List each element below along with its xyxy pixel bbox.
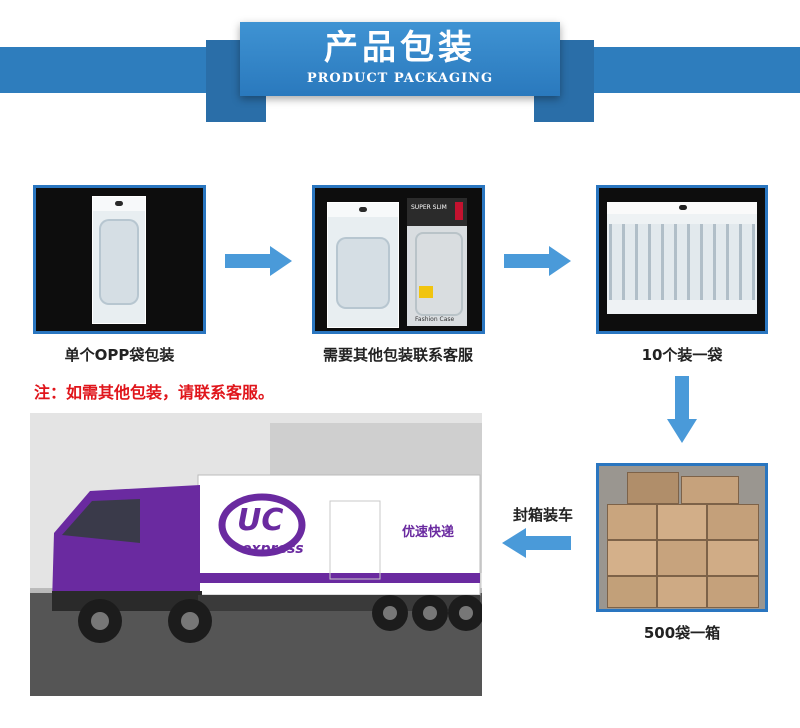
photo-other-packaging: SUPER SLIM Fashion Case	[312, 185, 485, 334]
arrow-left-icon	[502, 528, 526, 558]
retail-box-image: SUPER SLIM Fashion Case	[407, 198, 467, 326]
truck-logo-cn: 优速快递	[402, 525, 455, 540]
truck-logo-sub: express	[242, 541, 304, 557]
header-ribbon: 产品包装 PRODUCT PACKAGING	[240, 22, 560, 96]
photo-single-bag	[33, 185, 206, 334]
carton-stack-image	[607, 472, 759, 608]
box-label-bottom: Fashion Case	[415, 316, 455, 323]
opp-bag-image	[92, 196, 146, 324]
truck-illustration	[30, 413, 482, 696]
arrow-right-icon	[225, 254, 271, 268]
box-label-top: SUPER SLIM	[411, 204, 447, 211]
page-title: 产品包装	[324, 28, 476, 68]
note-contact-service: 注：如需其他包装，请联系客服。	[34, 383, 275, 402]
arrow-head-icon	[549, 246, 571, 276]
caption-loading: 封箱装车	[512, 506, 573, 524]
arrow-head-icon	[270, 246, 292, 276]
caption-single-bag: 单个OPP袋包装	[64, 346, 175, 364]
caption-ten-bags: 10个装一袋	[641, 346, 723, 364]
stacked-cases-image	[609, 224, 755, 300]
arrow-right-icon	[504, 254, 550, 268]
page-subtitle: PRODUCT PACKAGING	[306, 71, 494, 86]
truck-photo: UC express 优速快递	[30, 413, 482, 696]
opp-bag-printed-image	[327, 202, 399, 328]
arrow-shaft	[525, 536, 571, 550]
caption-boxes: 500袋一箱	[643, 624, 721, 642]
caption-other-packaging: 需要其他包装联系客服	[322, 346, 473, 364]
arrow-head-icon	[667, 419, 697, 443]
photo-boxes	[596, 463, 768, 612]
arrow-down-icon	[675, 376, 689, 420]
truck-logo-main: UC	[237, 503, 284, 538]
photo-ten-bags	[596, 185, 768, 334]
